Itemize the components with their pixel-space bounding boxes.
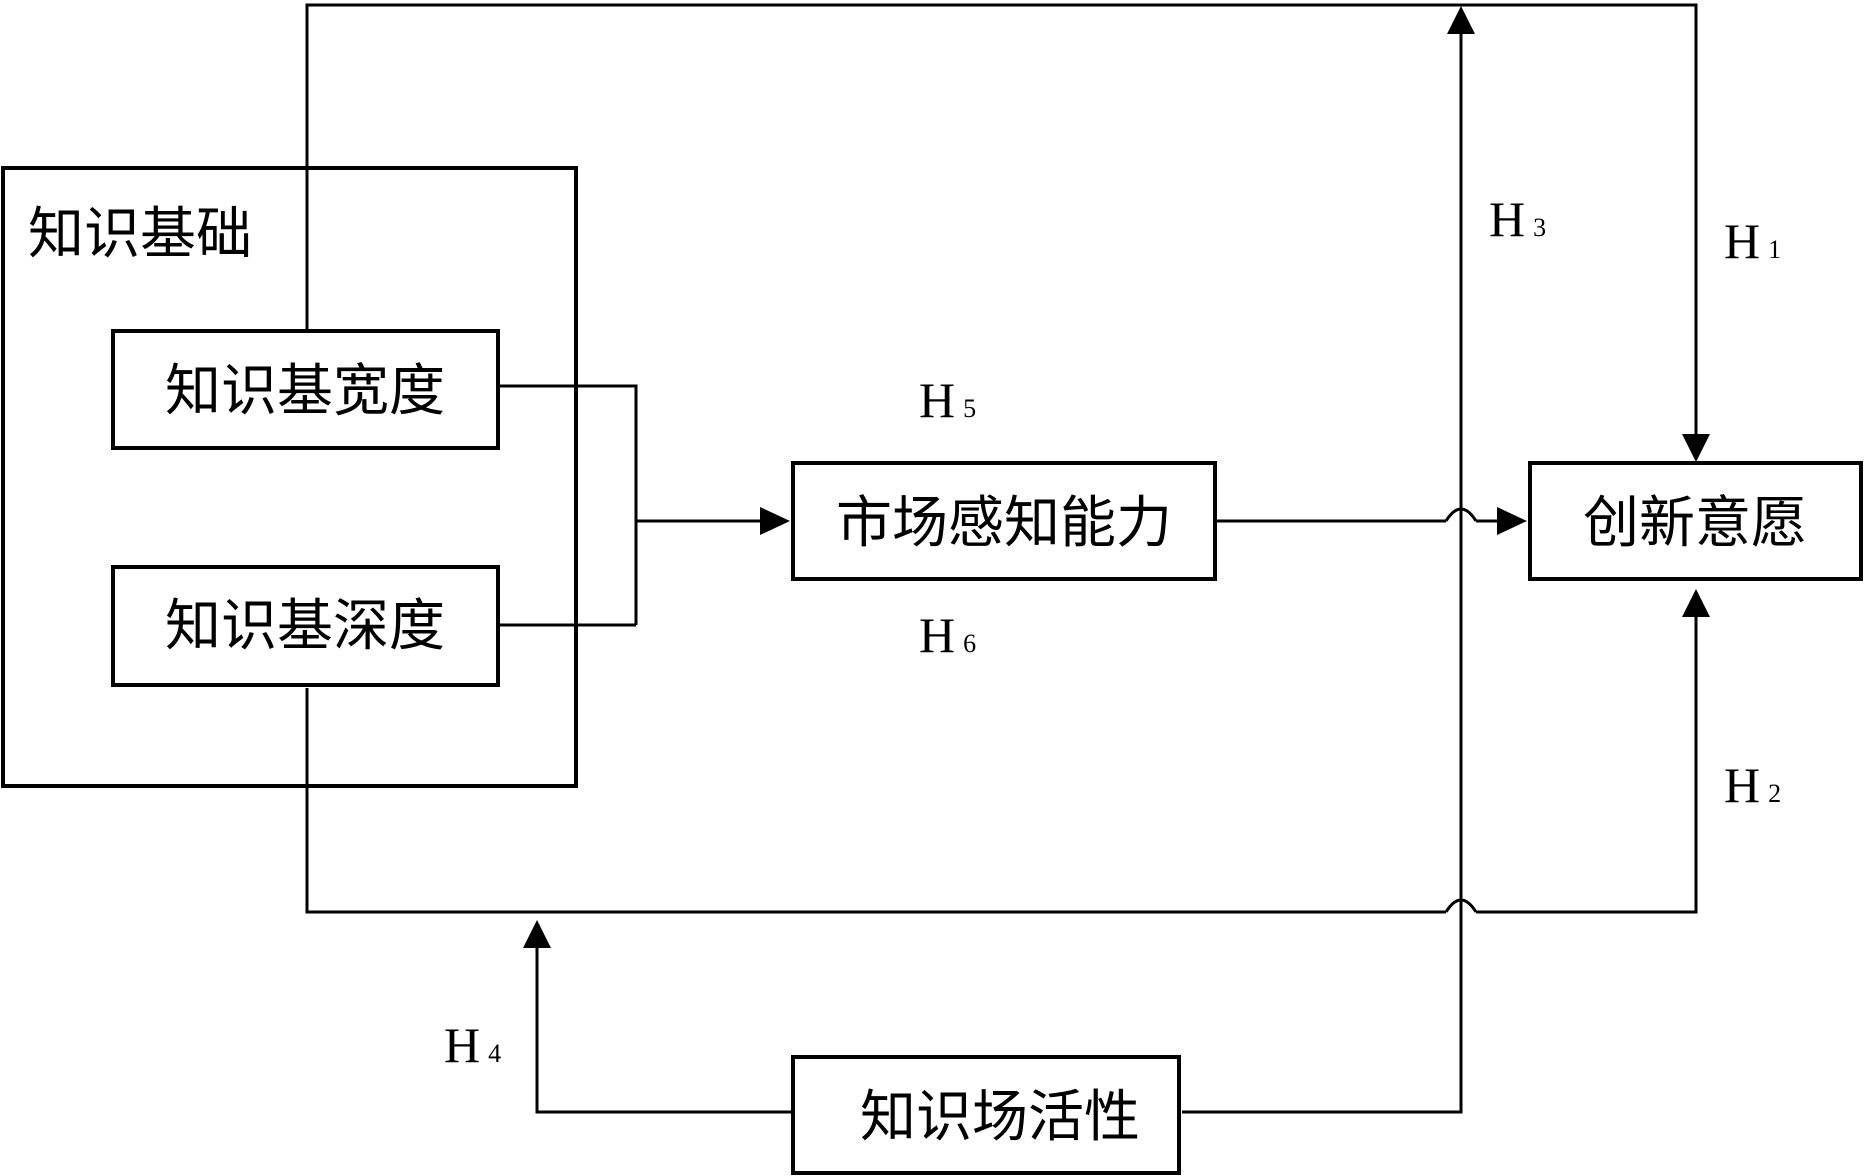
- depth-label: 知识基深度: [165, 594, 445, 659]
- depth-box: [111, 565, 500, 687]
- h2-path-end: [1476, 614, 1698, 914]
- h2-path: [305, 688, 1446, 914]
- h4-path: [535, 944, 793, 1114]
- field-box: [791, 1055, 1181, 1175]
- field-label: 知识场活性: [860, 1085, 1140, 1150]
- knowledge-base-group-box: [1, 166, 578, 788]
- innovation-box: [1528, 461, 1863, 581]
- breadth-box: [111, 329, 500, 450]
- h2-arrowhead: [1682, 589, 1710, 617]
- h3-path: [1182, 30, 1463, 1114]
- knowledge-base-group-label: 知识基础: [28, 202, 252, 267]
- h5-path: [498, 384, 638, 625]
- h4-arrowhead: [523, 920, 551, 948]
- market-crossing-hop: [1444, 507, 1478, 522]
- h1-path: [305, 3, 1698, 438]
- h1-arrowhead: [1682, 434, 1710, 462]
- market-box: [791, 461, 1217, 581]
- market-label: 市场感知能力: [836, 491, 1172, 556]
- breadth-label: 知识基宽度: [165, 359, 445, 424]
- innovation-arrowhead: [1497, 507, 1527, 535]
- market-arrowhead: [760, 507, 790, 535]
- h3-arrowhead: [1447, 6, 1475, 34]
- innovation-label: 创新意愿: [1583, 491, 1807, 556]
